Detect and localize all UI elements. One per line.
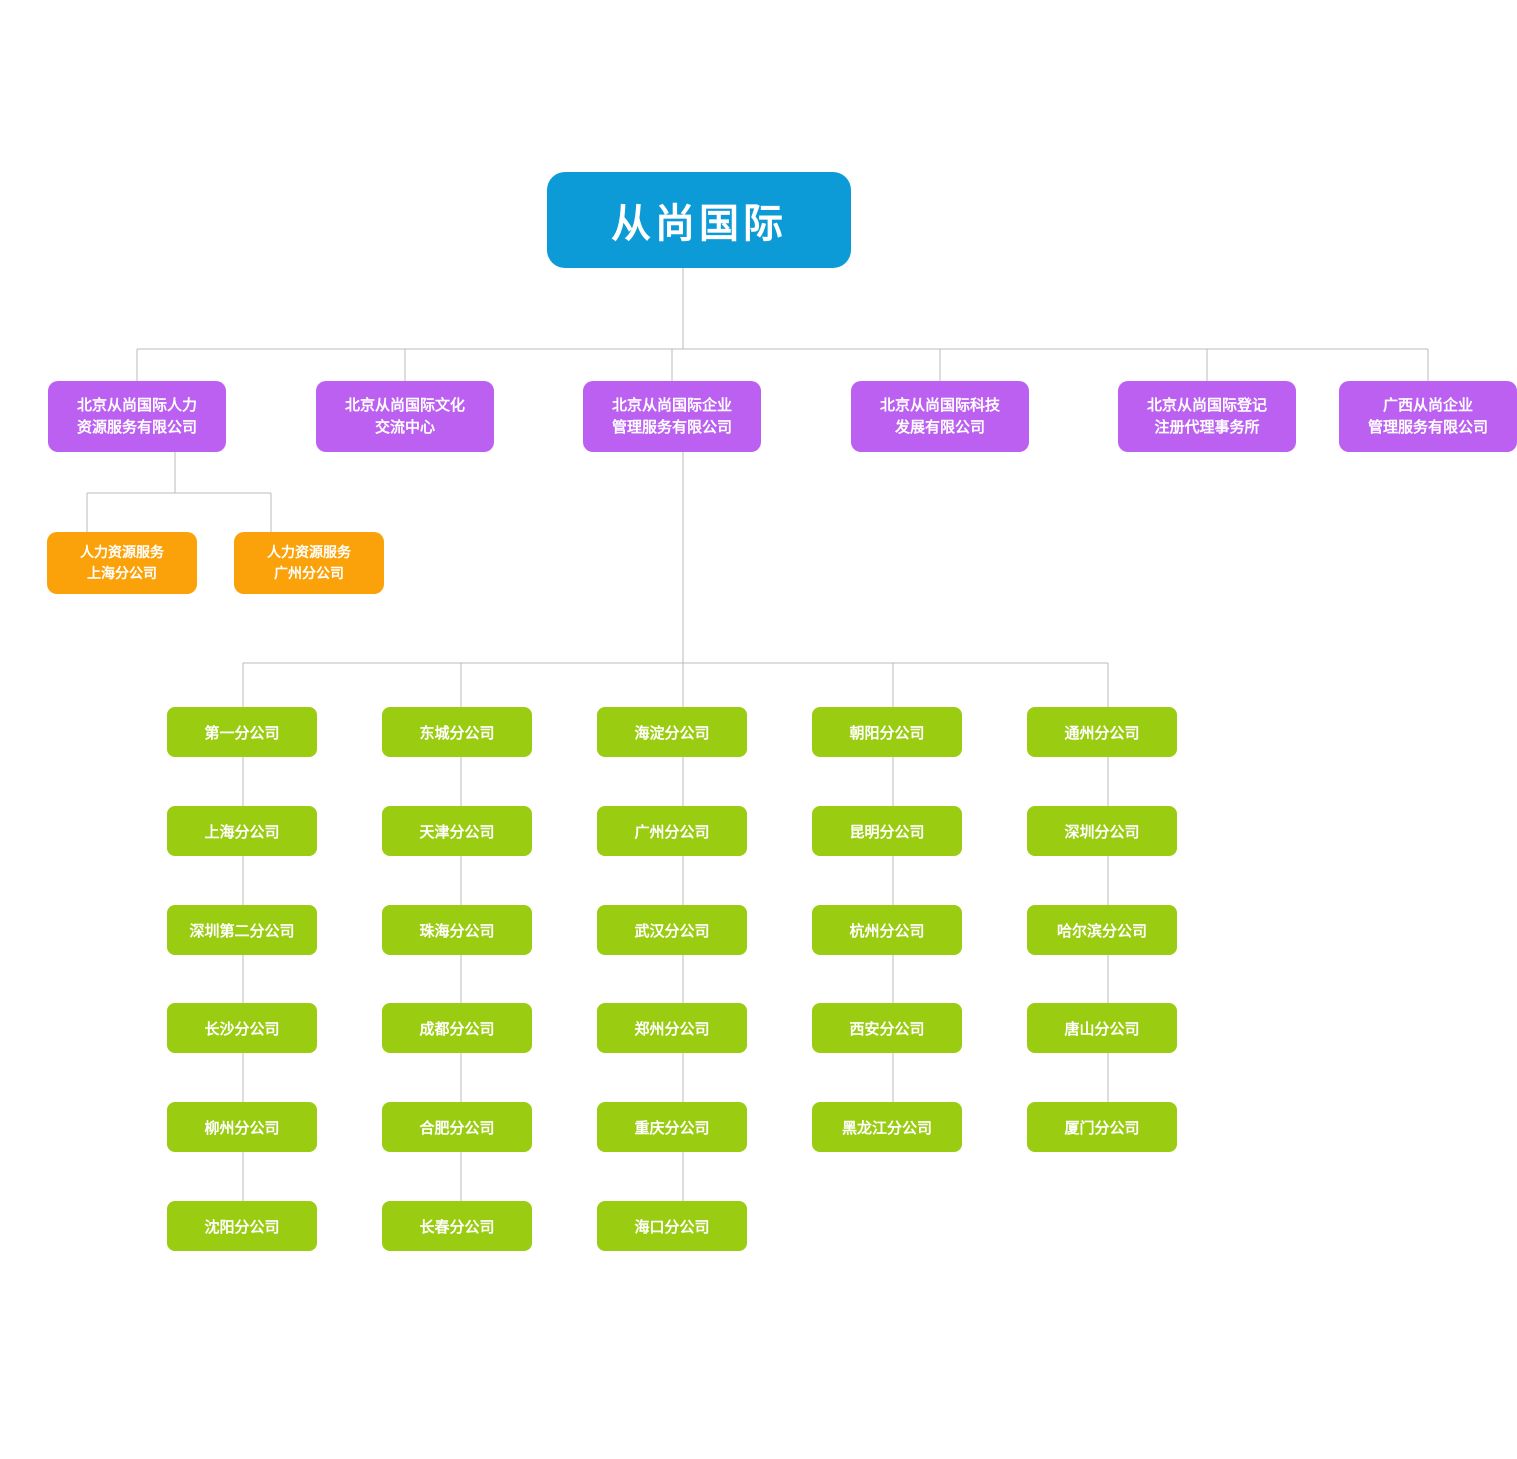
org-node-branch: 珠海分公司: [382, 905, 532, 955]
org-node-hr-shanghai: 人力资源服务 上海分公司: [47, 532, 197, 594]
node-label: 人力资源服务: [267, 544, 351, 560]
org-node-culture-center: 北京从尚国际文化 交流中心: [316, 381, 494, 452]
node-label: 上海分公司: [87, 565, 157, 581]
org-node-branch: 杭州分公司: [812, 905, 962, 955]
org-node-branch: 唐山分公司: [1027, 1003, 1177, 1053]
org-node-enterprise-company: 北京从尚国际企业 管理服务有限公司: [583, 381, 761, 452]
org-node-branch: 通州分公司: [1027, 707, 1177, 757]
org-node-branch: 黑龙江分公司: [812, 1102, 962, 1152]
org-node-branch: 广州分公司: [597, 806, 747, 856]
node-label: 北京从尚国际文化: [344, 396, 465, 414]
org-node-branch: 郑州分公司: [597, 1003, 747, 1053]
org-node-branch: 哈尔滨分公司: [1027, 905, 1177, 955]
node-label: 管理服务有限公司: [1367, 418, 1488, 436]
org-node-branch: 朝阳分公司: [812, 707, 962, 757]
node-label: 北京从尚国际登记: [1146, 396, 1267, 414]
node-label: 管理服务有限公司: [611, 418, 732, 436]
org-node-branch: 深圳分公司: [1027, 806, 1177, 856]
org-node-branch: 重庆分公司: [597, 1102, 747, 1152]
node-label: 交流中心: [374, 418, 435, 436]
org-node-branch: 成都分公司: [382, 1003, 532, 1053]
org-node-branch: 西安分公司: [812, 1003, 962, 1053]
node-label: 广西从尚企业: [1382, 396, 1473, 414]
node-label: 注册代理事务所: [1154, 418, 1260, 436]
node-label: 北京从尚国际企业: [611, 396, 732, 414]
org-node-branch: 昆明分公司: [812, 806, 962, 856]
org-node-branch: 武汉分公司: [597, 905, 747, 955]
org-node-branch: 天津分公司: [382, 806, 532, 856]
node-label: 北京从尚国际科技: [879, 396, 1000, 414]
node-label: 人力资源服务: [80, 544, 164, 560]
org-node-tech-company: 北京从尚国际科技 发展有限公司: [851, 381, 1029, 452]
org-node-branch: 厦门分公司: [1027, 1102, 1177, 1152]
org-node-hr-company: 北京从尚国际人力 资源服务有限公司: [48, 381, 226, 452]
node-label: 发展有限公司: [894, 418, 985, 436]
node-label: 资源服务有限公司: [76, 418, 197, 436]
org-node-branch: 长沙分公司: [167, 1003, 317, 1053]
org-node-branch: 海淀分公司: [597, 707, 747, 757]
org-node-branch: 东城分公司: [382, 707, 532, 757]
org-node-branch: 长春分公司: [382, 1201, 532, 1251]
org-node-branch: 柳州分公司: [167, 1102, 317, 1152]
org-node-branch: 合肥分公司: [382, 1102, 532, 1152]
org-node-branch: 上海分公司: [167, 806, 317, 856]
org-node-branch: 第一分公司: [167, 707, 317, 757]
org-node-guangxi-company: 广西从尚企业 管理服务有限公司: [1339, 381, 1517, 452]
org-node-branch: 深圳第二分公司: [167, 905, 317, 955]
node-label: 广州分公司: [274, 565, 344, 581]
org-node-root: 从尚国际: [547, 172, 851, 268]
org-node-branch: 沈阳分公司: [167, 1201, 317, 1251]
node-label: 北京从尚国际人力: [76, 396, 197, 414]
org-node-hr-guangzhou: 人力资源服务 广州分公司: [234, 532, 384, 594]
org-node-registration-office: 北京从尚国际登记 注册代理事务所: [1118, 381, 1296, 452]
org-node-branch: 海口分公司: [597, 1201, 747, 1251]
